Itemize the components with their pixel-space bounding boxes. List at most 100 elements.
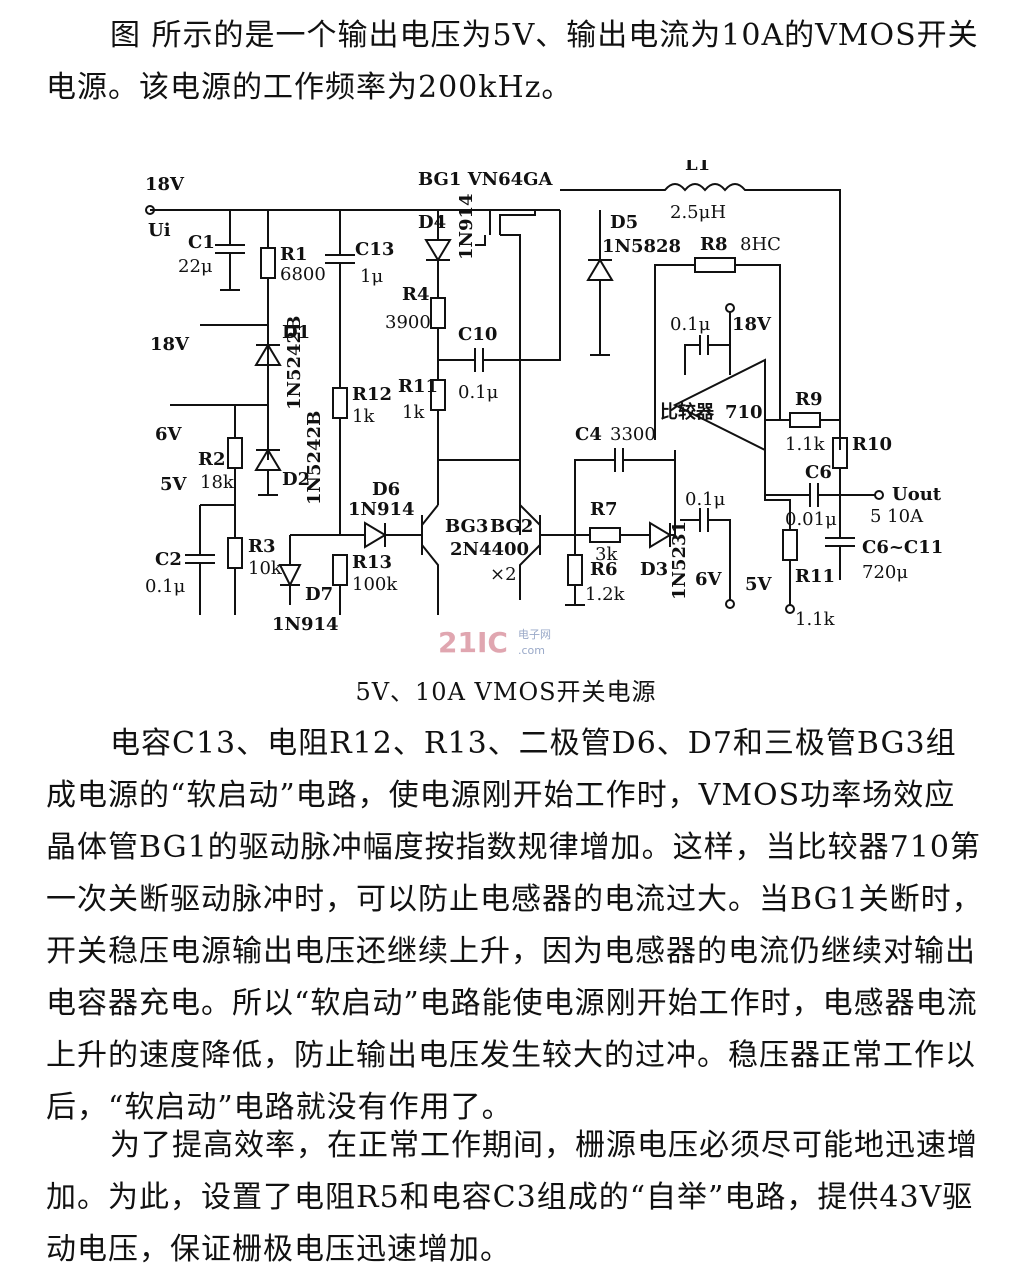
c2-label: C2 — [155, 549, 182, 570]
tap-18v-label: 18V — [150, 334, 190, 355]
r12-value: 1k — [352, 406, 375, 427]
r4-value: 3900 — [385, 312, 431, 333]
d7-label: D7 — [305, 584, 333, 605]
d3-part: 1N5231 — [669, 521, 690, 600]
d1-part: 1N5242B — [284, 316, 305, 410]
c13-value: 1μ — [360, 266, 383, 287]
d4-symbol — [424, 210, 452, 505]
c13-wire — [325, 210, 355, 535]
cap-b-value: 0.1μ — [685, 489, 726, 510]
r2-body — [227, 437, 243, 469]
r6-label: R6 — [590, 559, 617, 580]
d6-label: D6 — [372, 479, 400, 500]
cmp-supply-label: 18V — [732, 314, 772, 335]
comparator-part: 710 — [725, 402, 763, 423]
r11a-label: R11 — [398, 376, 438, 397]
bg2-symbol — [519, 504, 580, 600]
r4-label: R4 — [402, 284, 429, 305]
r6-value: 1.2k — [585, 584, 626, 605]
cout-wire — [825, 495, 855, 580]
d6-symbol — [290, 521, 422, 549]
bg-qty: ×2 — [490, 564, 517, 585]
d7-symbol — [278, 535, 302, 605]
r1-label: R1 — [280, 244, 307, 265]
r3-label: R3 — [248, 536, 275, 557]
r1-body — [260, 247, 276, 279]
d5-symbol — [586, 210, 614, 356]
r3-value: 10k — [248, 558, 283, 579]
r7-value: 3k — [595, 544, 618, 565]
r13-body — [332, 554, 348, 586]
r12-label: R12 — [352, 384, 392, 405]
d3-label: D3 — [640, 559, 668, 580]
d6-part: 1N914 — [348, 499, 415, 520]
r8-body — [694, 257, 736, 273]
r7-body — [589, 527, 621, 543]
input-voltage-label: 18V — [145, 174, 185, 195]
soft-start-paragraph: 电容C13、电阻R12、R13、二极管D6、D7和三极管BG3组成电源的“软启动… — [46, 726, 983, 1125]
bootstrap-paragraph: 为了提高效率，在正常工作期间，栅源电压必须尽可能地迅速增加。为此，设置了电阻R5… — [46, 1128, 978, 1267]
output-node-label: Uout — [892, 484, 942, 505]
bg1-symbol — [470, 209, 536, 360]
r11a-body — [430, 379, 446, 411]
r2-label: R2 — [198, 449, 225, 470]
r7-label: R7 — [590, 499, 617, 520]
r13-label: R13 — [352, 552, 392, 573]
cout-label: C6~C11 — [862, 537, 943, 558]
r11b-label: R11 — [795, 566, 835, 587]
c10-value: 0.1μ — [458, 382, 499, 403]
c4-wire — [574, 448, 675, 535]
l1-label: L1 — [685, 160, 710, 175]
r9-label: R9 — [795, 389, 822, 410]
c4-label: C4 — [575, 424, 602, 445]
r6-wire — [565, 535, 585, 606]
cap-b-wire — [680, 508, 731, 600]
r8-value: 8HC — [740, 234, 781, 255]
c6-wire — [765, 483, 875, 507]
supply-6v-label: 6V — [695, 569, 723, 590]
c6-value: 0.01μ — [785, 509, 837, 530]
comparator-label: 比较器 — [660, 401, 715, 423]
d2-label: D2 — [282, 469, 310, 490]
c2-wire — [185, 505, 215, 615]
r1-value: 6800 — [280, 264, 326, 285]
r12-body — [332, 387, 348, 419]
r2-value: 18k — [200, 472, 235, 493]
watermark-brand: 21IC — [438, 626, 508, 659]
circuit-schematic: 18V Ui C1 22μ R1 6800 D1 1N5242B 18V 6V … — [145, 160, 943, 659]
d3-symbol — [649, 450, 676, 549]
d1-symbol — [254, 343, 282, 366]
l1-value: 2.5μH — [670, 202, 726, 223]
d7-part: 1N914 — [272, 614, 339, 635]
tap-5v-label: 5V — [160, 474, 188, 495]
r9-value: 1.1k — [785, 434, 826, 455]
output-rating: 5 10A — [870, 506, 924, 527]
cmp-cap-wire — [684, 335, 731, 375]
d5-part: 1N5828 — [602, 236, 681, 257]
output-terminal — [874, 490, 884, 500]
bg-part: 2N4400 — [450, 539, 529, 560]
r3-body — [227, 537, 243, 569]
bg2-label: BG2 — [490, 516, 533, 537]
r10-body — [832, 437, 848, 469]
comparator-symbol — [672, 358, 766, 452]
figure-caption: 5V、10A VMOS开关电源 — [355, 678, 657, 706]
c6-label: C6 — [805, 462, 832, 483]
r9-body — [789, 412, 821, 428]
r8-label: R8 — [700, 234, 727, 255]
r6-body — [567, 554, 583, 586]
r13-value: 100k — [352, 574, 398, 595]
c10-wire — [438, 348, 521, 535]
c1-label: C1 — [188, 232, 215, 253]
cout-value: 720μ — [862, 562, 908, 583]
r4-body — [430, 297, 446, 329]
d4-part: 1N914 — [456, 193, 477, 260]
c10-label: C10 — [458, 324, 497, 345]
r10-label: R10 — [852, 434, 892, 455]
bg3-symbol — [421, 504, 439, 615]
c13-label: C13 — [355, 239, 394, 260]
watermark-cn: 电子网 — [518, 628, 551, 641]
bg3-label: BG3 — [445, 516, 488, 537]
c1-wire — [215, 210, 245, 291]
